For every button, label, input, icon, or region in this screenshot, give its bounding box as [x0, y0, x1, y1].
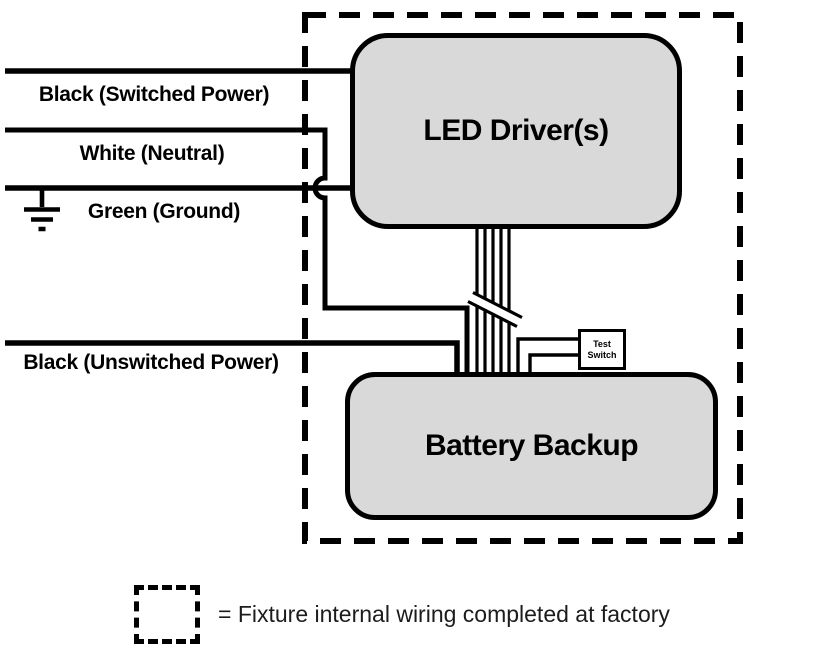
led-driver-label: LED Driver(s): [423, 114, 609, 147]
legend-text: = Fixture internal wiring completed at f…: [218, 601, 670, 627]
test-switch-label: Test Switch: [587, 338, 617, 360]
unswitched-power-wire: [5, 340, 460, 374]
led-driver-box: LED Driver(s): [350, 33, 682, 229]
legend-dashed-box-icon: [134, 585, 200, 644]
fixture-boundary: [302, 12, 743, 544]
switched-power-label: Black (Switched Power): [38, 83, 270, 106]
battery-backup-box: Battery Backup: [345, 372, 718, 520]
wire-break-mask: [467, 292, 523, 326]
test-switch-box: Test Switch: [578, 329, 626, 370]
test-switch-wires: [516, 337, 580, 374]
legend: = Fixture internal wiring completed at f…: [134, 585, 670, 644]
wire-break-icon: [467, 291, 523, 328]
unswitched-power-label: Black (Unswitched Power): [23, 351, 279, 374]
earth-ground-icon: [24, 188, 60, 232]
battery-backup-label: Battery Backup: [424, 429, 639, 462]
neutral-label: White (Neutral): [79, 142, 225, 165]
ground-label: Green (Ground): [87, 200, 241, 223]
